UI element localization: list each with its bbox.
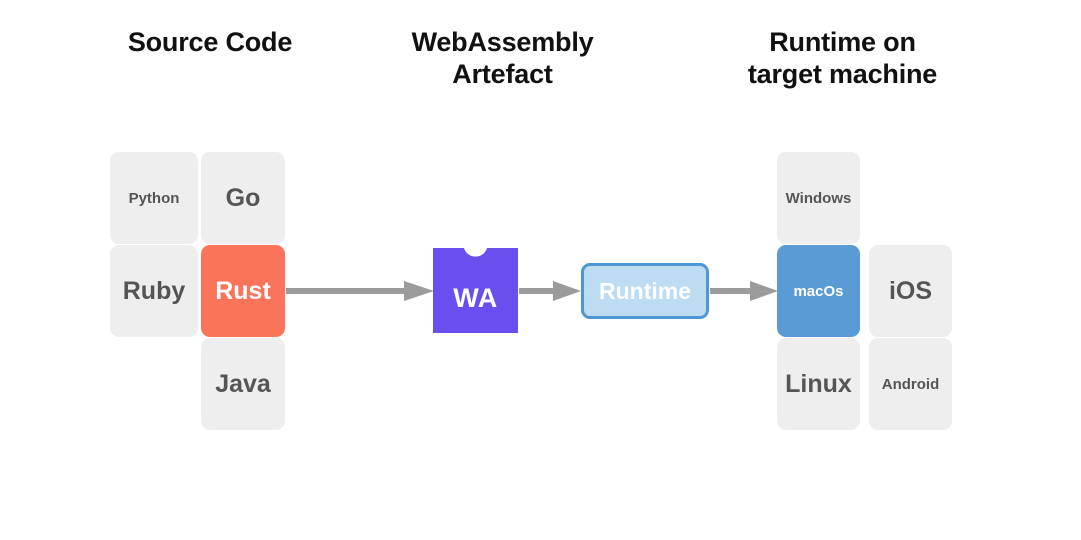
source-tile-python[interactable]: Python [110, 152, 198, 244]
runtime-box[interactable]: Runtime [581, 263, 709, 319]
arrow-wasm-to-runtime [519, 279, 581, 303]
target-tile-macos[interactable]: macOs [777, 245, 860, 337]
wasm-artefact-block[interactable]: WA [433, 248, 518, 333]
target-tile-linux[interactable]: Linux [777, 338, 860, 430]
column-heading-runtime-on-target-machine: Runtime on target machine [747, 27, 938, 89]
arrow-rust-to-wasm [286, 279, 434, 303]
source-tile-go[interactable]: Go [201, 152, 285, 244]
column-heading-webassembly-artefact: WebAssembly Artefact [411, 27, 594, 89]
target-tile-android[interactable]: Android [869, 338, 952, 430]
target-tile-ios[interactable]: iOS [869, 245, 952, 337]
arrow-runtime-to-target [710, 279, 778, 303]
source-tile-rust[interactable]: Rust [201, 245, 285, 337]
source-tile-ruby[interactable]: Ruby [110, 245, 198, 337]
source-tile-java[interactable]: Java [201, 338, 285, 430]
puzzle-piece-icon [433, 248, 518, 333]
column-heading-source-code: Source Code [127, 27, 293, 57]
target-tile-windows[interactable]: Windows [777, 152, 860, 244]
